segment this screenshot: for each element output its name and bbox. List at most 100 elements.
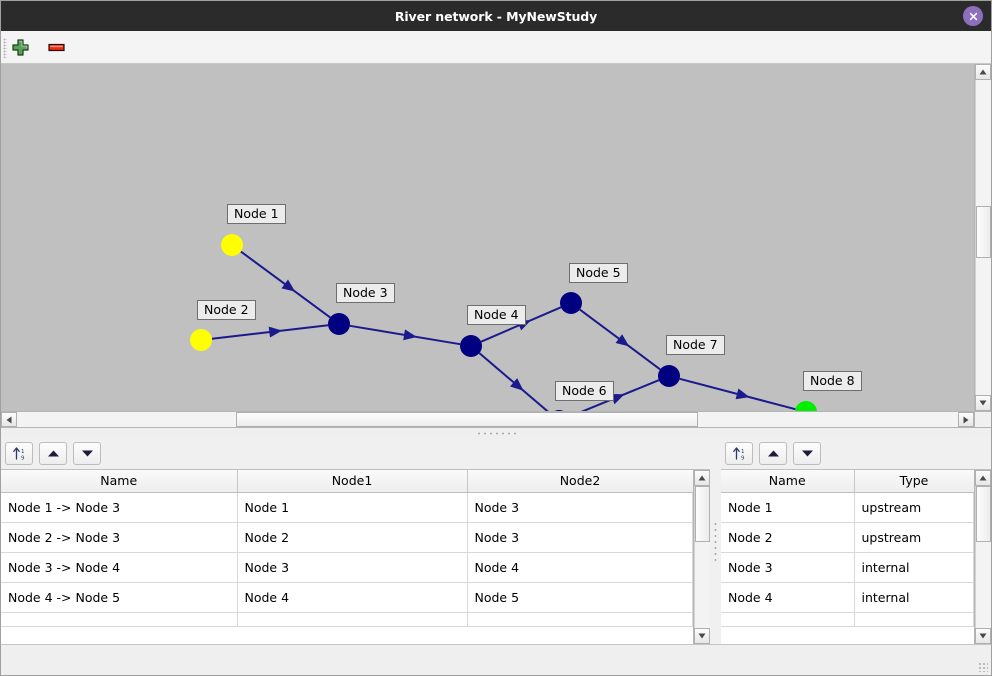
graph-node-label-node-6[interactable]: Node 6	[555, 381, 614, 402]
graph-node-node-5[interactable]	[560, 292, 582, 314]
remove-node-button[interactable]	[45, 36, 67, 58]
triangle-up-icon	[47, 450, 59, 457]
vertical-splitter[interactable]	[710, 438, 721, 644]
graph-node-label-node-7[interactable]: Node 7	[666, 335, 725, 356]
graph-node-label-node-1[interactable]: Node 1	[227, 204, 286, 225]
graph-horizontal-scrollbar[interactable]	[1, 411, 991, 427]
scroll-right-button[interactable]	[958, 412, 974, 427]
graph-vscroll-thumb[interactable]	[976, 206, 991, 258]
graph-node-label-node-4[interactable]: Node 4	[467, 305, 526, 326]
table-cell[interactable]: internal	[854, 552, 974, 583]
table-cell[interactable]: Node 2 -> Node 3	[1, 522, 238, 553]
reaches-move-down-button[interactable]	[73, 442, 101, 465]
table-cell[interactable]: Node 3	[237, 552, 468, 583]
table-cell[interactable]: Node 1	[721, 492, 855, 523]
reaches-scroll-up-button[interactable]	[694, 470, 710, 486]
triangle-up-icon	[979, 475, 987, 481]
table-cell[interactable]	[467, 612, 693, 627]
nodes-vscroll-thumb[interactable]	[976, 486, 991, 542]
table-cell[interactable]	[237, 612, 468, 627]
reaches-vscroll-thumb[interactable]	[695, 486, 710, 542]
graph-node-label-node-8[interactable]: Node 8	[803, 371, 862, 392]
node-table-row[interactable]	[721, 612, 974, 627]
graph-node-label-node-5[interactable]: Node 5	[569, 263, 628, 284]
triangle-left-icon	[6, 416, 12, 423]
graph-node-node-6[interactable]	[548, 410, 570, 411]
nodes-move-up-button[interactable]	[759, 442, 787, 465]
table-cell[interactable]: Node 5	[467, 582, 693, 613]
table-cell[interactable]: Node 2	[237, 522, 468, 553]
table-cell[interactable]: Node 3	[467, 522, 693, 553]
network-diagram-canvas[interactable]: Node 1 Node 2 Node 3 Node 4 Node 5 Node 6 Node…	[1, 64, 974, 411]
table-cell[interactable]: internal	[854, 582, 974, 613]
graph-node-node-8[interactable]	[795, 401, 817, 411]
table-cell[interactable]: upstream	[854, 492, 974, 523]
column-header-name[interactable]: Name	[1, 470, 238, 493]
nodes-scroll-up-button[interactable]	[975, 470, 991, 486]
graph-row: Node 1 Node 2 Node 3 Node 4 Node 5 Node 6 Node…	[1, 64, 991, 411]
graph-vertical-scrollbar[interactable]	[974, 64, 991, 411]
column-header-name[interactable]: Name	[721, 470, 855, 493]
close-button[interactable]	[963, 6, 983, 26]
graph-vscroll-track[interactable]	[975, 80, 991, 395]
table-cell[interactable]: Node 3 -> Node 4	[1, 552, 238, 583]
reaches-vscroll-track[interactable]	[694, 486, 710, 628]
graph-hscroll-thumb[interactable]	[236, 412, 698, 427]
column-header-node1[interactable]: Node1	[237, 470, 468, 493]
table-cell[interactable]	[721, 612, 855, 627]
table-cell[interactable]: Node 3	[721, 552, 855, 583]
graph-node-node-3[interactable]	[328, 313, 350, 335]
table-cell[interactable]: Node 4	[721, 582, 855, 613]
reaches-move-up-button[interactable]	[39, 442, 67, 465]
graph-node-node-1[interactable]	[221, 234, 243, 256]
column-header-node2[interactable]: Node2	[467, 470, 693, 493]
nodes-vscroll-track[interactable]	[975, 486, 991, 628]
column-header-type[interactable]: Type	[854, 470, 974, 493]
graph-node-node-7[interactable]	[658, 365, 680, 387]
graph-hscroll-track[interactable]	[17, 412, 958, 427]
reaches-sort-button[interactable]: 1 9	[5, 442, 33, 465]
table-cell[interactable]: Node 4	[237, 582, 468, 613]
toolbar-grip[interactable]	[3, 38, 7, 58]
table-cell[interactable]: Node 1 -> Node 3	[1, 492, 238, 523]
table-cell[interactable]: Node 2	[721, 522, 855, 553]
table-cell[interactable]	[1, 612, 238, 627]
reach-table-row[interactable]	[1, 612, 693, 627]
reaches-scroll-down-button[interactable]	[694, 628, 710, 644]
scroll-down-button[interactable]	[975, 395, 991, 411]
table-cell[interactable]: Node 3	[467, 492, 693, 523]
resize-grip-icon[interactable]	[978, 662, 988, 672]
table-cell[interactable]: Node 1	[237, 492, 468, 523]
nodes-vertical-scrollbar[interactable]	[974, 470, 991, 644]
table-cell[interactable]: Node 4 -> Node 5	[1, 582, 238, 613]
add-node-button[interactable]	[9, 36, 31, 58]
triangle-right-icon	[963, 416, 969, 423]
arrowhead-icon	[403, 329, 417, 341]
nodes-sort-button[interactable]: 1 9	[725, 442, 753, 465]
graph-node-label-node-3[interactable]: Node 3	[336, 283, 395, 304]
table-cell[interactable]	[854, 612, 974, 627]
graph-node-node-4[interactable]	[460, 335, 482, 357]
nodes-move-down-button[interactable]	[793, 442, 821, 465]
scroll-left-button[interactable]	[1, 412, 17, 427]
horizontal-splitter[interactable]	[1, 427, 991, 438]
graph-node-label-node-2[interactable]: Node 2	[197, 300, 256, 321]
graph-node-node-2[interactable]	[190, 329, 212, 351]
table-cell[interactable]: Node 4	[467, 552, 693, 583]
reaches-vertical-scrollbar[interactable]	[693, 470, 710, 644]
nodes-scroll-down-button[interactable]	[975, 628, 991, 644]
scroll-up-button[interactable]	[975, 64, 991, 80]
table-cell[interactable]: upstream	[854, 522, 974, 553]
